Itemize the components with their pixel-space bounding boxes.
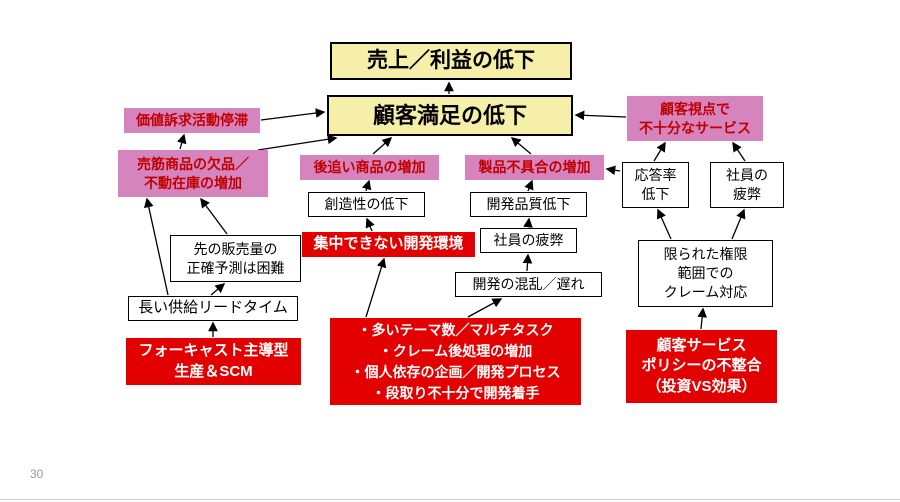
arrow-defects-to-satisfaction [510,137,532,155]
node-customer-satisfaction-decline: 顧客満足の低下 [327,95,573,136]
arrow-fatigue-right-to-service [732,141,746,162]
arrow-devissues-to-nofocus [365,257,387,318]
node-forecast-driven-scm: フォーキャスト主導型 生産＆SCM [126,338,301,385]
arrow-nofocus-to-creativity [365,217,375,232]
node-dev-confusion-delay: 開発の混乱／遅れ [455,272,602,297]
node-limited-authority-claims: 限られた権限 範囲での クレーム対応 [638,240,773,307]
arrow-devissues-to-confusion [467,298,503,318]
arrow-leadtime-to-stockout [144,197,169,296]
node-dev-quality-decline: 開発品質低下 [470,192,587,217]
arrow-authority-to-fatigue-right [731,208,746,240]
arrow-policy-to-authority [697,307,708,330]
arrow-fatigue-mid-to-quality [523,217,533,228]
arrow-follower-to-satisfaction [372,137,393,155]
node-follower-products-increase: 後追い商品の増加 [300,155,439,180]
node-service-policy-mismatch: 顧客サービス ポリシーの不整合 （投資VS効果） [626,330,777,403]
arrow-stockout-to-valueprop [177,133,187,150]
node-insufficient-service: 顧客視点で 不十分なサービス [627,96,763,141]
node-stockout-dead-stock: 売筋商品の欠品／ 不動在庫の増加 [118,150,268,197]
node-long-supply-leadtime: 長い供給リードタイム [128,296,298,321]
bottom-divider [0,499,900,500]
arrow-valueprop-to-satisfaction [260,108,326,121]
arrow-authority-to-response [656,208,672,240]
arrow-leadtime-to-forecastdiff [210,283,226,296]
arrow-stockout-to-satisfaction [257,134,338,151]
node-forecast-difficulty: 先の販売量の 正確予測は困難 [170,235,301,282]
node-sales-profit-decline: 売上／利益の低下 [330,42,572,80]
node-employee-fatigue-right: 社員の 疲弊 [710,162,784,208]
node-creativity-decline: 創造性の低下 [308,192,425,217]
arrow-creativity-to-follower [361,179,372,192]
page-number: 30 [30,467,44,481]
arrow-quality-to-defects [524,179,534,192]
node-no-focus-dev-environment: 集中できない開発環境 [302,232,475,257]
arrow-response-to-service [653,141,666,162]
node-employee-fatigue-mid: 社員の疲弊 [480,228,577,253]
arrow-forecastdiff-to-stockout [200,197,228,235]
node-value-proposition-stagnation: 価値訴求活動停滞 [124,108,260,133]
arrow-confusion-to-fatigue-mid [522,253,533,272]
node-dev-issues-list: ・多いテーマ数／マルチタスク ・クレーム後処理の増加 ・個人依存の企画／開発プロ… [330,318,581,405]
node-response-rate-decline: 応答率 低下 [622,162,689,208]
arrow-service-to-satisfaction [574,110,627,121]
arrow-response-to-defects [605,165,621,176]
node-product-defects-increase: 製品不具合の増加 [465,155,604,180]
